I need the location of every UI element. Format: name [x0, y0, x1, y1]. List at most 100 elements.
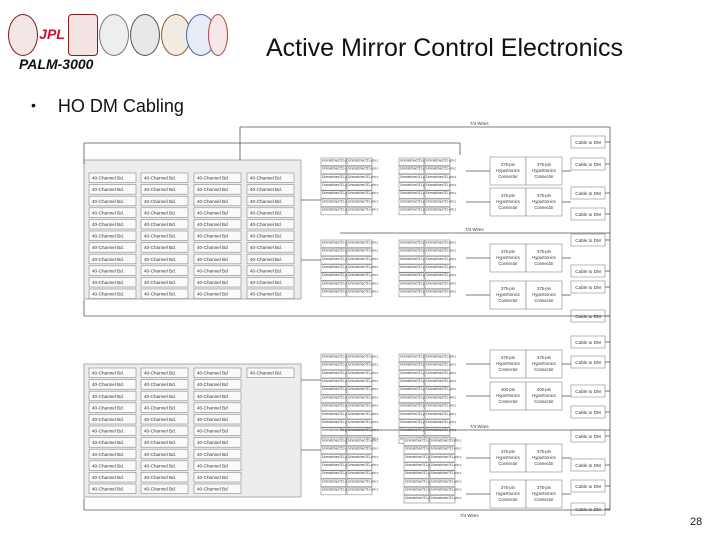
- c3-conn-6-1: [346, 288, 373, 298]
- c7-conn-2-0: [320, 454, 347, 463]
- dm-label-14: Cable to DM: [575, 484, 601, 489]
- top-board-label-5-0: 40-Channel Bd.: [92, 234, 124, 239]
- top-board-1-3: [246, 184, 295, 195]
- c8-conn-6-1: [429, 486, 456, 496]
- top-board-0-3: [246, 172, 295, 183]
- c7-conn-6-0: [320, 486, 347, 496]
- top-board-2-3: [246, 195, 295, 207]
- c2-conn-2-0: [398, 174, 425, 183]
- top-board-label-4-0: 40-Channel Bd.: [92, 222, 124, 227]
- c8-conn-label-2-0: Unmatched 51-pin c: [405, 455, 436, 459]
- top-board-7-3: [246, 253, 295, 265]
- top-board-label-7-0: 40-Channel Bd.: [92, 257, 124, 262]
- c5-conn-1-1: [346, 361, 373, 371]
- hyp-label-b-3-0: Hypertronics: [496, 292, 520, 297]
- hyp-5-1: [525, 381, 563, 411]
- c8-conn-label-6-0: Unmatched 51-pin c: [405, 488, 436, 492]
- c4-conn-1-0: [398, 247, 425, 257]
- hyp-label-c-0-0: Connector: [498, 174, 518, 179]
- top-board-7-2: [193, 253, 242, 265]
- top-board-label-2-3: 40-Channel Bd.: [250, 199, 282, 204]
- crate-panel-top: [83, 159, 302, 300]
- top-board-label-0-2: 40-Channel Bd: [197, 176, 228, 181]
- top-board-5-2: [193, 230, 242, 241]
- c4-conn-label-2-0: Unmatched 51-pin c: [400, 257, 431, 261]
- c2-conn-label-5-1: Unmatched 51-pin c: [426, 199, 457, 203]
- c6-conn-label-1-1: Unmatched 51-pin c: [426, 363, 457, 367]
- dm-label-3: Cable to DM: [575, 212, 601, 217]
- top-board-4-3: [246, 219, 295, 230]
- bottom-board-1-0: [88, 379, 137, 390]
- c8-conn-0-1: [429, 437, 456, 446]
- hyp-label-b-0-1: Hypertronics: [532, 168, 556, 173]
- hyp-label-b-7-1: Hypertronics: [532, 491, 556, 496]
- caltech-logo: [8, 14, 38, 56]
- bottom-board-label-9-2: 40-Channel Bd: [197, 475, 228, 480]
- page-number: 28: [690, 516, 703, 528]
- c8-conn-label-7-1: Unmatched 51-pin c: [431, 496, 462, 500]
- hyp-label-b-5-0: Hypertronics: [496, 393, 520, 398]
- c3-conn-label-0-1: Unmatched 51-pin c: [348, 240, 379, 244]
- c7-conn-0-1: [346, 437, 373, 446]
- c8-conn-4-1: [429, 470, 456, 479]
- bottom-board-4-0: [88, 414, 137, 425]
- hyp-label-b-2-1: Hypertronics: [532, 255, 556, 260]
- top-board-1-2: [193, 184, 242, 195]
- dm-label-0: Cable to DM: [575, 140, 601, 145]
- top-board-3-2: [193, 207, 242, 218]
- c4-conn-label-0-1: Unmatched 51-pin c: [426, 240, 457, 244]
- bottom-board-label-4-1: 40-Channel Bd.: [144, 417, 176, 422]
- hyp-6-0: [489, 443, 527, 473]
- c8-conn-label-4-1: Unmatched 51-pin c: [431, 471, 462, 475]
- top-board-8-1: [140, 265, 189, 276]
- c8-conn-7-1: [429, 495, 456, 504]
- c1-conn-label-5-0: Unmatched 51-pin c: [322, 199, 353, 203]
- c4-conn-label-1-1: Unmatched 51-pin c: [426, 249, 457, 253]
- bottom-board-10-2: [193, 483, 242, 494]
- c2-conn-label-4-1: Unmatched 51-pin c: [426, 191, 457, 195]
- c7-conn-0-0: [320, 437, 347, 446]
- c8-conn-label-2-1: Unmatched 51-pin c: [431, 455, 462, 459]
- bottom-board-label-5-2: 40-Channel Bd: [197, 429, 228, 434]
- c6-conn-8-1: [424, 419, 451, 428]
- top-board-6-0: [88, 242, 137, 253]
- hyp-label-c-5-0: Connector: [498, 399, 518, 404]
- c8-conn-label-7-0: Unmatched 51-pin c: [405, 496, 436, 500]
- top-board-label-9-2: 40-Channel Bd: [197, 280, 228, 285]
- bottom-board-0-1: [140, 367, 189, 378]
- c1-conn-label-6-0: Unmatched 51-pin c: [322, 208, 353, 212]
- top-board-label-8-2: 40-Channel Bd: [197, 268, 228, 273]
- hyp-label-a-3-1: 375-pin: [537, 286, 552, 291]
- hyp-label-b-6-0: Hypertronics: [496, 455, 520, 460]
- top-board-8-3: [246, 265, 295, 276]
- top-board-label-9-3: 40-Channel Bd.: [250, 280, 282, 285]
- c4-conn-label-0-0: Unmatched 51-pin c: [400, 240, 431, 244]
- hyp-label-b-0-0: Hypertronics: [496, 168, 520, 173]
- c6-conn-label-6-1: Unmatched 51-pin c: [426, 404, 457, 408]
- c7-conn-1-1: [346, 445, 373, 455]
- c2-conn-label-1-1: Unmatched 51-pin c: [426, 167, 457, 171]
- c7-conn-label-6-1: Unmatched 51-pin c: [348, 488, 379, 492]
- hyp-4-1: [525, 349, 563, 379]
- bottom-board-label-7-1: 40-Channel Bd.: [144, 452, 176, 457]
- hyp-label-c-2-0: Connector: [498, 261, 518, 266]
- dm-label-13: Cable to DM: [575, 463, 601, 468]
- dm-label-7: Cable to DM: [575, 314, 601, 319]
- c8-conn-label-0-0: Unmatched 51-pin c: [405, 438, 436, 442]
- hyp-label-a-0-0: 375-pin: [501, 162, 516, 167]
- bottom-board-5-2: [193, 425, 242, 436]
- hyp-label-c-1-0: Connector: [498, 205, 518, 210]
- bottom-board-5-1: [140, 425, 189, 436]
- bottom-board-7-1: [140, 448, 189, 460]
- cornell-logo: [68, 14, 98, 56]
- hyp-label-b-4-0: Hypertronics: [496, 361, 520, 366]
- c4-conn-5-1: [424, 280, 451, 289]
- bottom-board-1-1: [140, 379, 189, 390]
- slide-title: Active Mirror Control Electronics: [266, 34, 624, 62]
- c6-conn-7-0: [398, 411, 425, 420]
- c5-conn-label-3-1: Unmatched 51-pin c: [348, 379, 379, 383]
- c1-conn-1-1: [346, 165, 373, 175]
- top-board-label-0-3: 40-Channel Bd.: [250, 176, 282, 181]
- top-board-label-7-3: 40-Channel Bd.: [250, 257, 282, 262]
